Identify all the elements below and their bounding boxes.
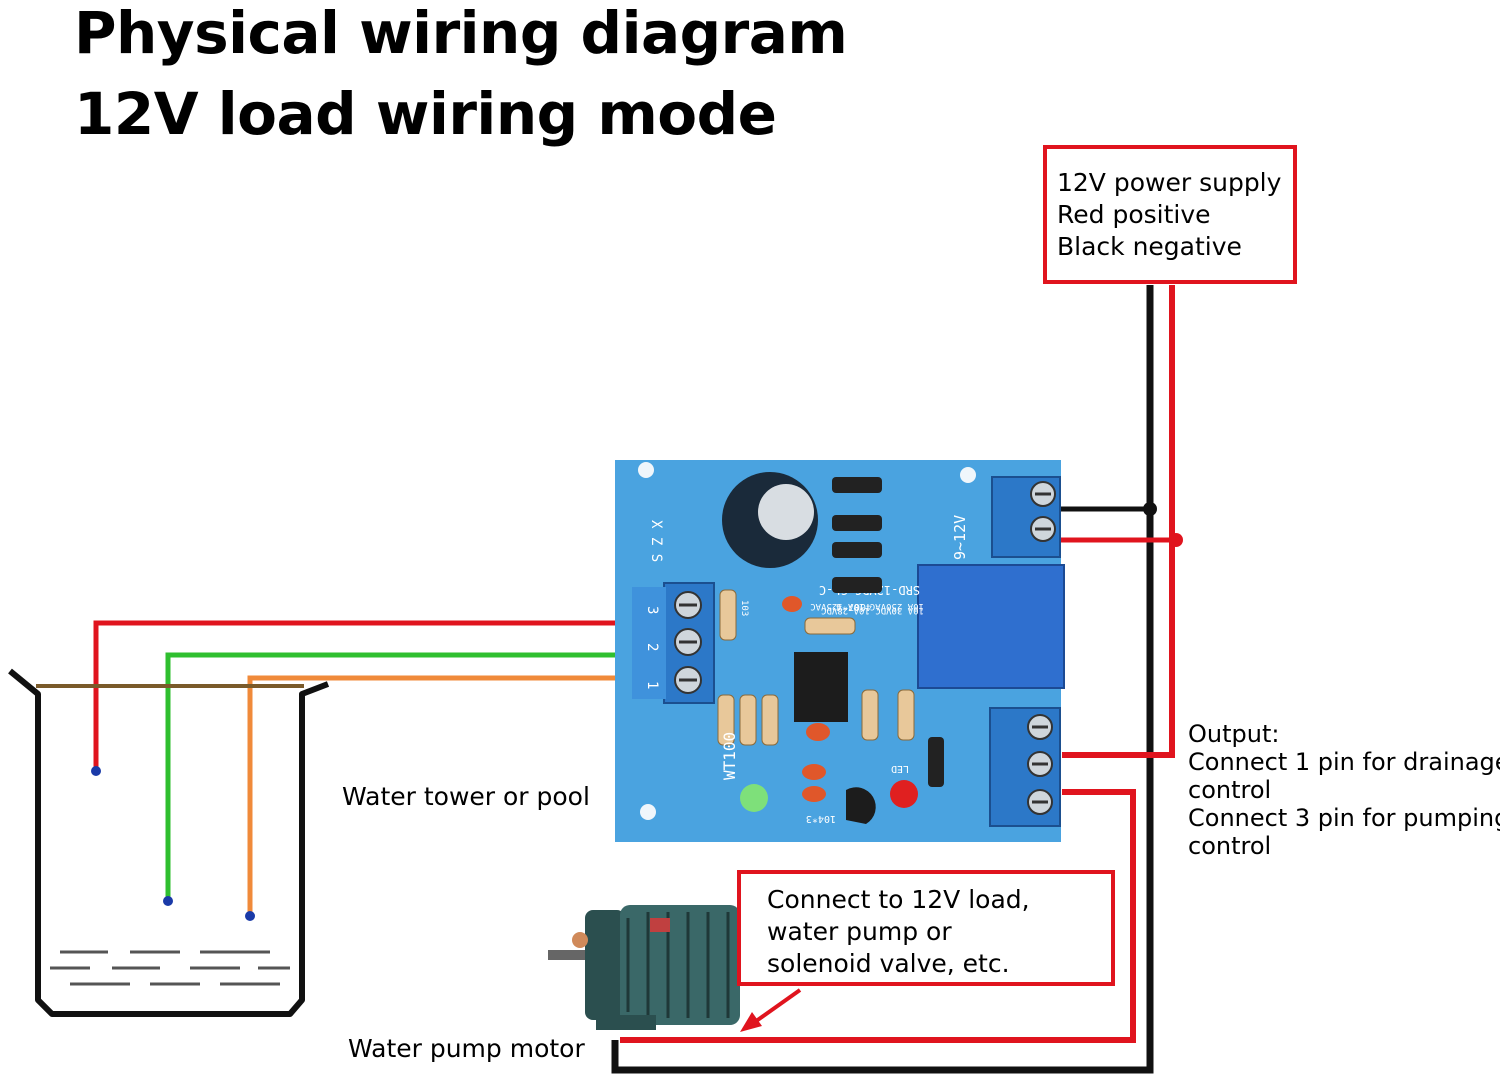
title-line-1: Physical wiring diagram [74, 0, 848, 67]
relay-rating-1: 10A 250VAC 10A 125VAC [810, 601, 924, 611]
mount-hole-2 [960, 467, 976, 483]
junction-black [1143, 502, 1157, 516]
diodes [832, 477, 944, 787]
output-line-4: Connect 3 pin for pumping [1188, 804, 1500, 833]
green-led [740, 784, 768, 812]
voltage-marking: 9~12V [951, 515, 969, 560]
resistor-marking: 103 [739, 600, 749, 616]
probe-tip-orange [245, 911, 255, 921]
board-model: WT100 [720, 732, 739, 780]
pump-motor [548, 905, 740, 1030]
load-arrow [740, 988, 802, 1032]
output-line-1: Output: [1188, 720, 1280, 748]
power-supply-box: 12V power supply Red positive Black nega… [1043, 145, 1297, 284]
load-line-3: solenoid valve, etc. [767, 949, 1010, 978]
output-line-3: control [1188, 776, 1272, 805]
diode-marking: 4007*4 [836, 601, 872, 612]
water-tank [8, 668, 330, 1017]
power-supply-line-1: 12V power supply [1057, 168, 1282, 197]
load-line-1: Connect to 12V load, [767, 885, 1030, 914]
controller-board: 3 2 1 X Z S 9~12V SRD-12VDC-SL-C 10A 250… [615, 460, 1065, 842]
relay-rating-2: 10A 30VDC 10A 28VDC [821, 605, 924, 615]
resistors [717, 589, 915, 746]
ic-chip [794, 652, 848, 722]
probe-marking: X Z S [648, 520, 664, 562]
terminal-number-2: 2 [644, 643, 660, 651]
relay [917, 564, 1065, 689]
output-line-2: Connect 1 pin for drainage [1188, 748, 1500, 777]
probe-wire-red [93, 620, 618, 770]
power-wires [611, 285, 1183, 1074]
load-line-2: water pump or [767, 917, 952, 946]
black-supply-wire [611, 285, 1154, 1074]
ceramic-capacitors [782, 596, 830, 802]
terminal-number-3: 3 [644, 606, 660, 614]
probe-wire-orange [247, 675, 618, 915]
output-wire-to-motor [620, 789, 1136, 1043]
power-supply-line-2: Red positive [1057, 200, 1211, 229]
terminal-number-1: 1 [644, 681, 660, 689]
led-marking: LED [891, 763, 909, 774]
cap-marking: 104*3 [806, 813, 836, 824]
transistor [846, 787, 876, 824]
junction-red [1169, 533, 1183, 547]
mount-hole-1 [638, 462, 654, 478]
mount-hole-3 [640, 804, 656, 820]
output-note: Output: Connect 1 pin for drainage contr… [1188, 720, 1500, 860]
probe-tip-red [91, 766, 101, 776]
red-led [890, 780, 918, 808]
probe-wire-green [165, 652, 618, 900]
power-supply-line-3: Black negative [1057, 232, 1242, 261]
probe-wires [91, 620, 618, 921]
title-line-2: 12V load wiring mode [74, 80, 777, 148]
red-supply-wire [1062, 285, 1175, 758]
probe-tip-green [163, 896, 173, 906]
motor-label: Water pump motor [348, 1034, 585, 1063]
output-line-5: control [1188, 832, 1272, 861]
load-box: Connect to 12V load, water pump or solen… [737, 870, 1115, 986]
pool-label: Water tower or pool [342, 782, 590, 811]
